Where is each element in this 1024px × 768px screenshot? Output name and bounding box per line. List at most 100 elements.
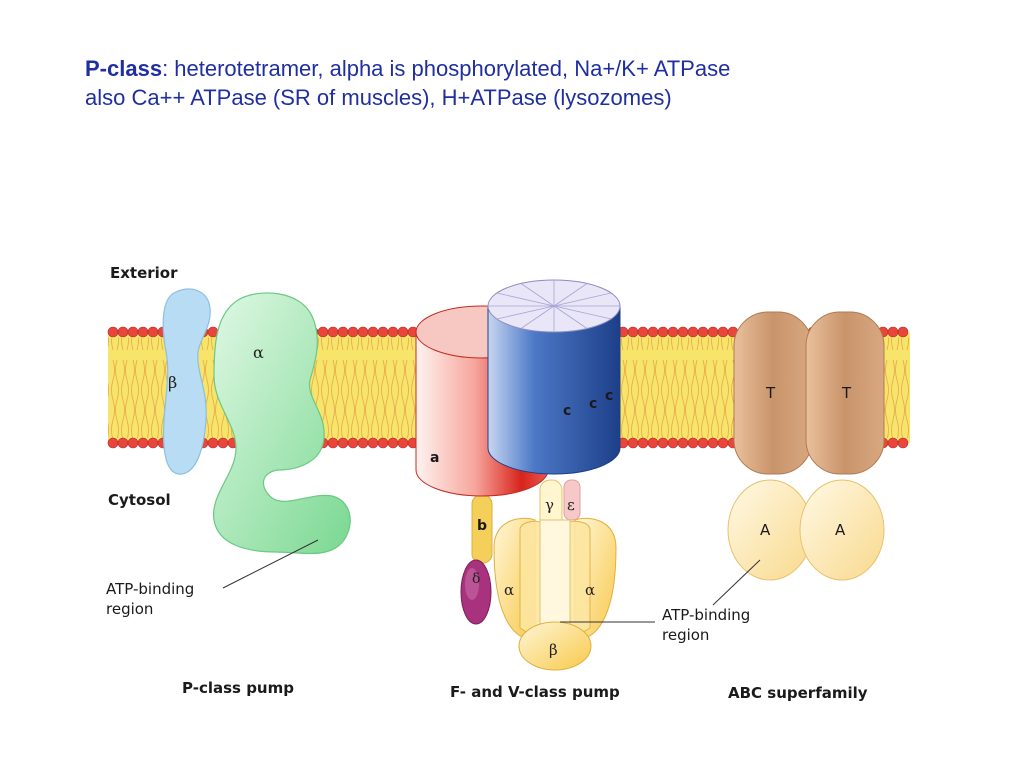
lipid-head	[387, 437, 399, 449]
lipid-head	[137, 437, 149, 449]
lipid-head	[707, 326, 719, 338]
lipid-head	[397, 437, 409, 449]
lipid-head	[107, 437, 119, 449]
lipid-head	[657, 326, 669, 338]
fv-f1-head	[493, 517, 617, 671]
p-atp-label-line-2: region	[106, 600, 153, 618]
slide-title: P-class: heterotetramer, alpha is phosph…	[85, 54, 965, 112]
fv-class-pump: a b c c c γ ε δ α α β ATP-binding region…	[415, 279, 750, 701]
lipid-head	[687, 437, 699, 449]
fv-epsilon-symbol: ε	[567, 496, 575, 514]
lipid-head	[627, 437, 639, 449]
lipid-head	[647, 437, 659, 449]
lipid-head	[637, 437, 649, 449]
fv-epsilon-subunit	[563, 479, 581, 521]
lipid-head	[367, 326, 379, 338]
c-ring-spoke	[496, 305, 555, 320]
c-ring-spoke	[496, 292, 555, 307]
lipid-head	[897, 437, 909, 449]
lipid-head	[347, 326, 359, 338]
p-atp-pointer	[222, 539, 319, 589]
fv-c-letter-1: c	[563, 403, 571, 419]
abc-a-domain-2	[799, 479, 885, 581]
lipid-head	[637, 326, 649, 338]
p-class-caption: P-class pump	[182, 679, 294, 697]
lipid-head	[217, 437, 229, 449]
title-line-1: P-class: heterotetramer, alpha is phosph…	[85, 54, 965, 83]
fv-delta-highlight	[465, 568, 479, 600]
abc-superfamily: T T A A ABC superfamily	[712, 311, 885, 702]
fv-alpha-right-symbol: α	[585, 581, 595, 599]
lipid-head	[717, 437, 729, 449]
lipid-head	[337, 437, 349, 449]
fv-beta-symbol: β	[549, 641, 558, 659]
fv-delta-symbol: δ	[472, 571, 480, 587]
fv-a-letter: a	[430, 450, 439, 466]
cytosol-label: Cytosol	[108, 491, 171, 509]
abc-a-letter-1: A	[760, 521, 771, 539]
fv-c-letter-2: c	[589, 396, 597, 412]
lipid-head	[717, 326, 729, 338]
fv-atp-label-line-2: region	[662, 626, 709, 644]
fv-central-axis	[539, 519, 571, 631]
lipid-head	[327, 326, 339, 338]
p-beta-symbol: β	[168, 373, 177, 392]
lipid-head	[897, 326, 909, 338]
lipid-head	[357, 326, 369, 338]
lipid-head	[137, 326, 149, 338]
fv-atp-label-line-1: ATP-binding	[662, 606, 750, 624]
lipid-head	[887, 326, 899, 338]
lipid-head	[207, 437, 219, 449]
lipid-head	[377, 437, 389, 449]
abc-t-letter-2: T	[841, 384, 852, 402]
abc-caption: ABC superfamily	[728, 684, 868, 702]
c-ring-spoke	[553, 292, 612, 307]
lipid-head	[357, 437, 369, 449]
abc-atp-pointer	[712, 559, 761, 606]
lipid-head	[687, 326, 699, 338]
lipid-head	[147, 437, 159, 449]
lipid-head	[117, 437, 129, 449]
c-ring-spoke	[553, 305, 588, 329]
fv-alpha-left-symbol: α	[504, 581, 514, 599]
fv-gamma-symbol: γ	[545, 496, 554, 514]
lipid-head	[377, 326, 389, 338]
fv-c-letter-3: c	[605, 388, 613, 404]
p-alpha-subunit	[213, 292, 351, 555]
lipid-head	[147, 326, 159, 338]
lipid-head	[337, 326, 349, 338]
lipid-head	[707, 437, 719, 449]
lipid-head	[107, 326, 119, 338]
lipid-head	[697, 326, 709, 338]
p-alpha-symbol: α	[253, 343, 264, 362]
fv-c-ring	[487, 305, 621, 475]
p-beta-subunit	[162, 288, 211, 475]
lipid-head	[127, 437, 139, 449]
lipid-head	[627, 326, 639, 338]
lipid-head	[117, 326, 129, 338]
fv-class-caption: F- and V-class pump	[450, 683, 620, 701]
lipid-head	[327, 437, 339, 449]
lipid-head	[677, 437, 689, 449]
fv-inner-lobe-left	[519, 520, 541, 641]
fv-b-letter: b	[477, 518, 487, 534]
lipid-head	[647, 326, 659, 338]
title-bold-term: P-class	[85, 56, 163, 81]
abc-t-letter-1: T	[765, 384, 776, 402]
lipid-head	[887, 437, 899, 449]
lipid-head	[127, 326, 139, 338]
c-ring-spokes	[488, 280, 620, 332]
lipid-head	[667, 437, 679, 449]
c-ring-spoke	[520, 283, 555, 307]
lipid-head	[677, 326, 689, 338]
exterior-label: Exterior	[110, 264, 178, 282]
lipid-head	[367, 437, 379, 449]
lipid-head	[667, 326, 679, 338]
lipid-head	[657, 437, 669, 449]
c-ring-spoke	[553, 283, 588, 307]
lipid-head	[387, 326, 399, 338]
c-ring-spoke	[520, 305, 555, 329]
fv-beta-subunit	[518, 621, 592, 671]
title-line-1-rest: : heterotetramer, alpha is phosphorylate…	[162, 56, 731, 81]
